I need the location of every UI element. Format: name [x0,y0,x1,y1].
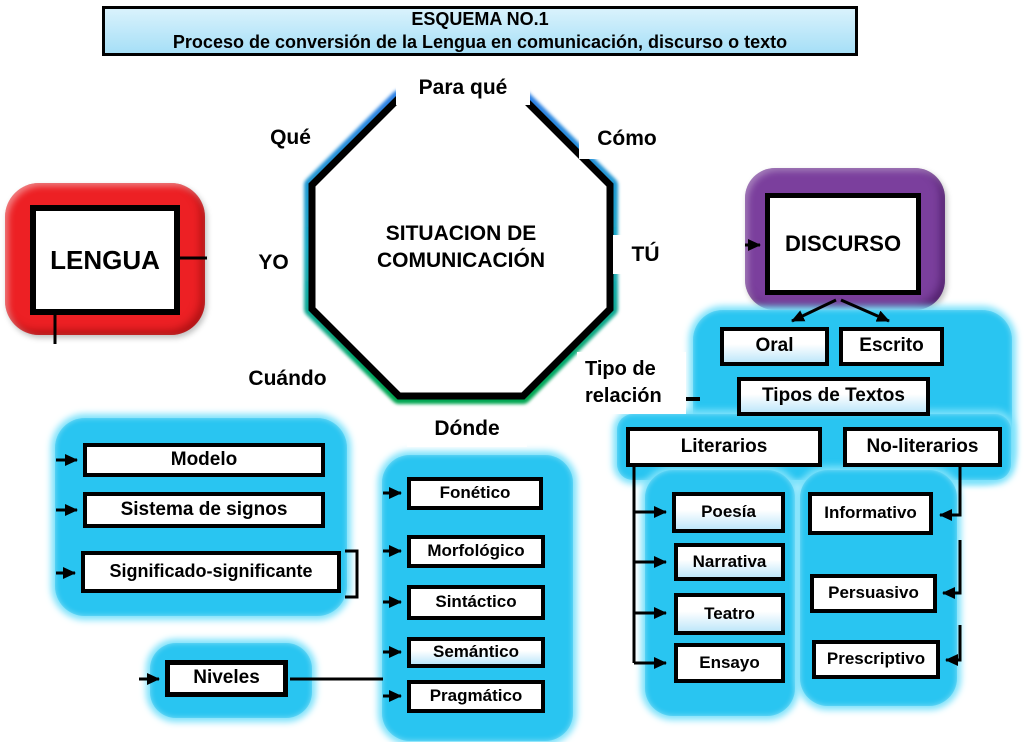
box-sistema-de-signos: Sistema de signos [83,492,325,528]
situation-octagon: SITUACION DE COMUNICACIÓN [300,86,622,408]
box-significado-significante: Significado-significante [81,551,341,593]
octagon-border [308,94,614,400]
box-modelo: Modelo [83,443,325,477]
title-line-2: Proceso de conversión de la Lengua en co… [172,32,788,52]
box-escrito: Escrito [839,327,944,366]
box-poesia: Poesía [672,492,785,533]
box-prescriptivo: Prescriptivo [812,640,940,679]
title-banner: ESQUEMA NO.1 Proceso de conversión de la… [102,6,858,56]
box-literarios: Literarios [626,427,822,467]
label-que: Qué [256,119,325,156]
box-narrativa: Narrativa [674,543,785,581]
label-como: Cómo [579,118,675,159]
box-informativo: Informativo [808,492,933,535]
box-teatro: Teatro [674,593,785,635]
box-oral: Oral [720,327,829,366]
box-morfologico: Morfológico [407,535,545,568]
box-no-literarios: No-literarios [843,427,1002,467]
box-fonetico: Fonético [407,477,543,510]
box-pragmatico: Pragmático [407,680,545,713]
lengua-box: LENGUA [30,205,180,315]
box-persuasivo: Persuasivo [810,574,937,613]
box-ensayo: Ensayo [674,643,785,683]
box-niveles: Niveles [165,660,288,697]
label-tu: TÚ [613,235,678,274]
title-line-1: ESQUEMA NO.1 [411,8,549,29]
octagon-shape [304,90,618,404]
label-cuando: Cuándo [230,357,345,401]
box-sintactico: Sintáctico [407,585,545,620]
box-tipos-de-textos: Tipos de Textos [737,377,930,416]
label-para-que: Para qué [396,70,530,105]
label-tipo-de-relacion: Tipo de relación [577,352,686,414]
situation-label: SITUACION DE COMUNICACIÓN [377,221,545,272]
label-donde: Dónde [407,410,527,447]
discurso-box: DISCURSO [765,193,921,295]
box-semantico: Semántico [407,637,545,668]
label-yo: YO [246,238,301,288]
